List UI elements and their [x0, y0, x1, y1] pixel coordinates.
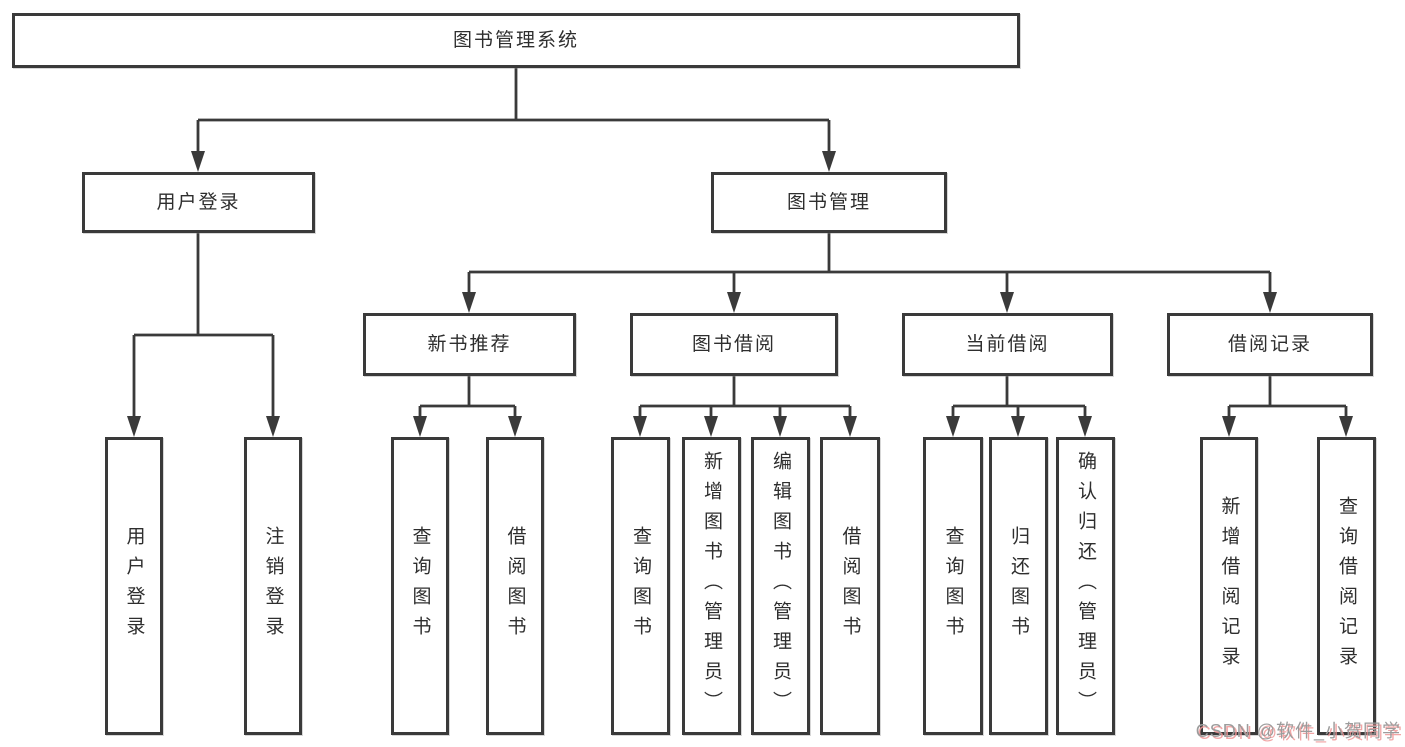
leaf-label: 查询借阅记录	[1336, 496, 1357, 676]
csdn-watermark: CSDN @软件_小贺同学	[1195, 721, 1401, 741]
leaf-label: 查询图书	[942, 526, 964, 646]
leaf-current-query-book: 查询图书	[923, 437, 983, 735]
leaf-current-confirm-return-admin: 确认归还（管理员）	[1056, 437, 1115, 735]
node-book-borrow: 图书借阅	[630, 313, 838, 376]
leaf-label: 查询图书	[630, 526, 651, 646]
node-current-borrow: 当前借阅	[902, 313, 1113, 376]
leaf-label: 借阅图书	[504, 526, 526, 646]
root-node-library-system: 图书管理系统	[12, 13, 1020, 68]
leaf-borrow-borrow-book: 借阅图书	[820, 437, 880, 735]
leaf-borrow-add-book-admin: 新增图书（管理员）	[682, 437, 741, 735]
node-book-management: 图书管理	[711, 172, 947, 233]
leaf-records-add-record: 新增借阅记录	[1200, 437, 1258, 735]
leaf-label: 确认归还（管理员）	[1075, 451, 1096, 721]
leaf-user-login: 用户登录	[105, 437, 163, 735]
leaf-label: 注销登录	[262, 526, 284, 646]
leaf-borrow-query-book: 查询图书	[611, 437, 670, 735]
leaf-records-query-record: 查询借阅记录	[1317, 437, 1376, 735]
node-borrow-records: 借阅记录	[1167, 313, 1373, 376]
leaf-current-return-book: 归还图书	[989, 437, 1048, 735]
node-user-login: 用户登录	[82, 172, 315, 233]
leaf-label: 归还图书	[1008, 526, 1029, 646]
node-new-book-recommend: 新书推荐	[363, 313, 576, 376]
leaf-label: 借阅图书	[839, 526, 861, 646]
leaf-borrow-edit-book-admin: 编辑图书（管理员）	[751, 437, 810, 735]
leaf-label: 编辑图书（管理员）	[770, 451, 791, 721]
leaf-logout: 注销登录	[244, 437, 302, 735]
leaf-label: 用户登录	[123, 526, 145, 646]
leaf-newrec-query-book: 查询图书	[391, 437, 449, 735]
leaf-label: 新增图书（管理员）	[701, 451, 722, 721]
leaf-label: 查询图书	[409, 526, 431, 646]
leaf-newrec-borrow-book: 借阅图书	[486, 437, 544, 735]
leaf-label: 新增借阅记录	[1218, 496, 1240, 676]
